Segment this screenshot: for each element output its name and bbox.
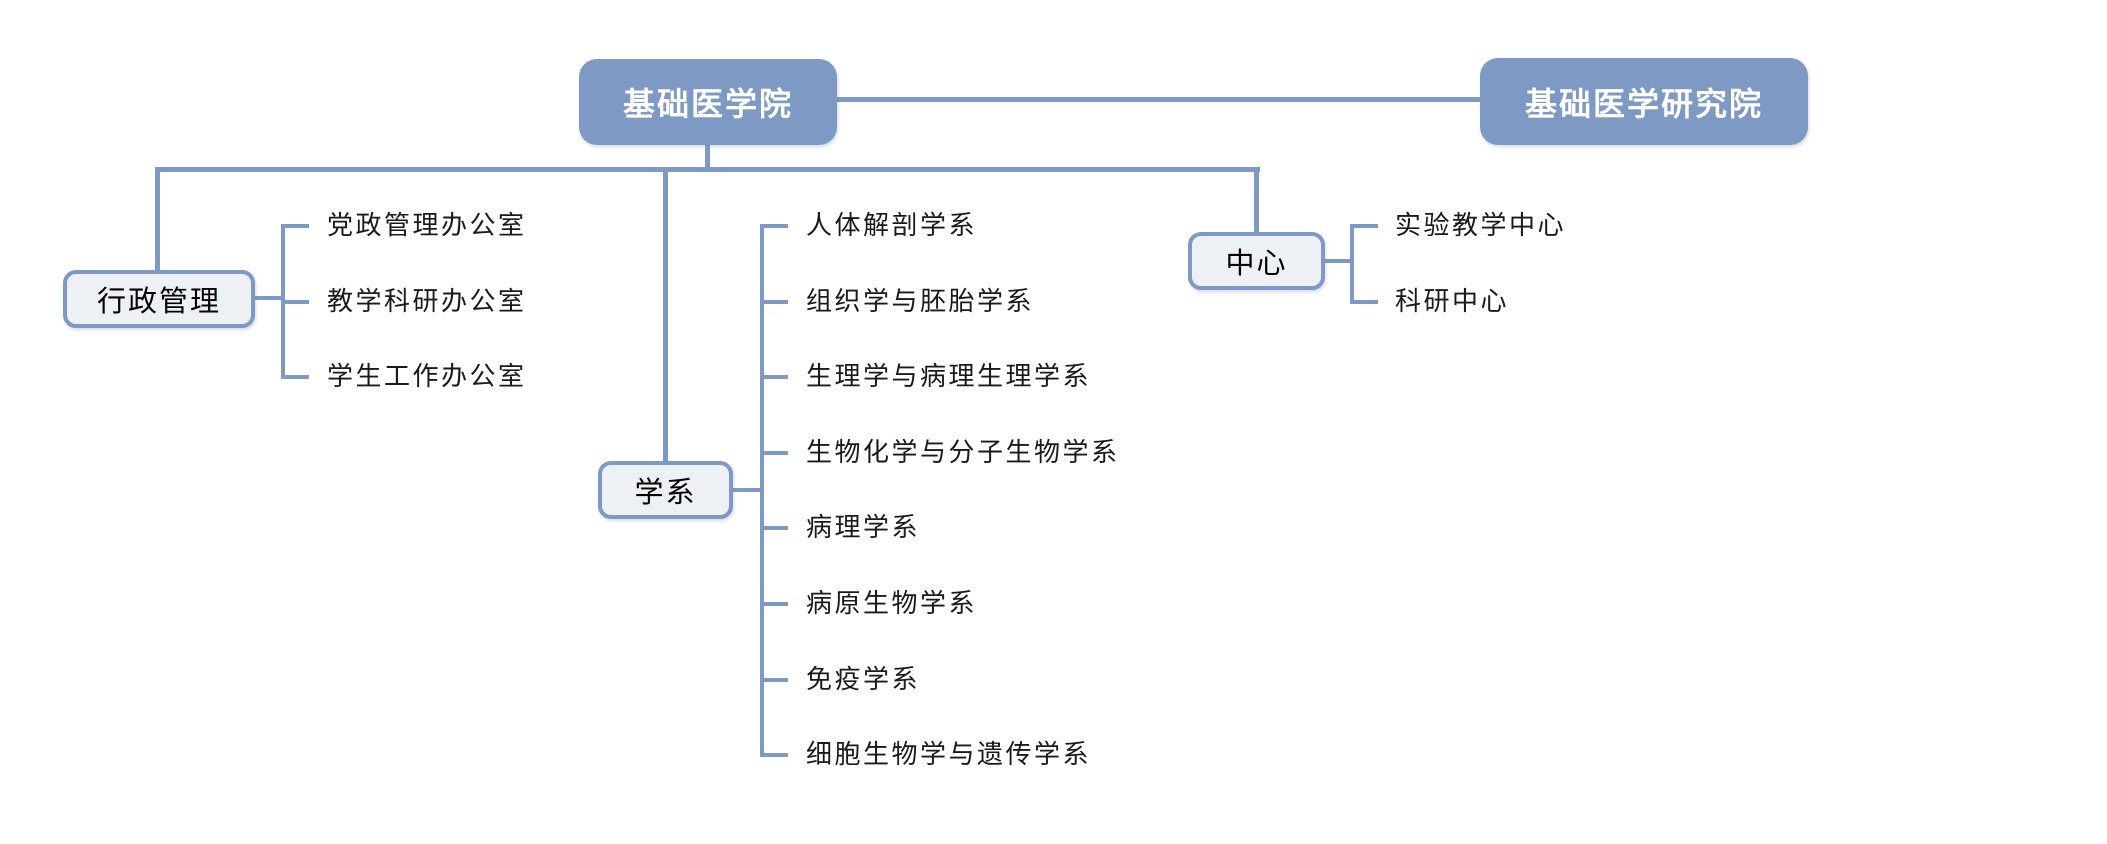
connector-branch-centers	[1254, 167, 1259, 233]
org-item-departments-5: 病原生物学系	[806, 589, 978, 619]
bracket-centers-box-stub	[1325, 259, 1354, 263]
group-node-departments: 学系	[598, 461, 733, 519]
org-item-departments-0: 人体解剖学系	[806, 211, 978, 241]
group-node-centers-label: 中心	[1225, 246, 1288, 280]
bracket-departments-stub	[760, 753, 788, 757]
group-node-admin-label: 行政管理	[96, 284, 221, 318]
bracket-departments-stub	[760, 375, 788, 379]
org-item-centers-0: 实验教学中心	[1395, 211, 1567, 241]
bracket-departments-stub	[760, 678, 788, 682]
connector-branch-admin	[155, 167, 160, 270]
group-node-departments-label: 学系	[634, 475, 697, 509]
group-node-centers: 中心	[1188, 232, 1325, 290]
connector-distribution	[155, 167, 1260, 172]
org-item-departments-3: 生物化学与分子生物学系	[806, 438, 1120, 468]
connector-root-drop	[705, 145, 710, 172]
org-item-departments-7: 细胞生物学与遗传学系	[806, 740, 1092, 770]
bracket-centers-stub	[1350, 224, 1378, 228]
affiliate-node-label: 基础医学研究院	[1524, 84, 1763, 123]
bracket-admin-box-stub	[253, 296, 285, 300]
org-item-admin-1: 教学科研办公室	[327, 287, 527, 317]
org-item-departments-6: 免疫学系	[806, 665, 921, 695]
bracket-admin-stub	[281, 375, 309, 379]
bracket-admin-stub	[281, 300, 309, 304]
connector-root-affiliate	[837, 97, 1480, 102]
bracket-departments-stub	[760, 526, 788, 530]
root-node: 基础医学院	[579, 59, 837, 145]
bracket-departments-stub	[760, 602, 788, 606]
org-item-admin-0: 党政管理办公室	[327, 211, 527, 241]
bracket-departments-stub	[760, 300, 788, 304]
bracket-departments-stub	[760, 224, 788, 228]
bracket-departments-vertical	[760, 224, 764, 757]
affiliate-node: 基础医学研究院	[1480, 58, 1808, 145]
org-item-departments-2: 生理学与病理生理学系	[806, 362, 1092, 392]
org-item-departments-1: 组织学与胚胎学系	[806, 287, 1035, 317]
connector-branch-departments	[663, 167, 668, 462]
org-item-admin-2: 学生工作办公室	[327, 362, 527, 392]
org-item-departments-4: 病理学系	[806, 513, 921, 543]
bracket-centers-vertical	[1350, 224, 1354, 304]
bracket-departments-stub	[760, 451, 788, 455]
root-node-label: 基础医学院	[622, 85, 793, 123]
group-node-admin: 行政管理	[63, 270, 255, 328]
bracket-admin-stub	[281, 224, 309, 228]
bracket-departments-box-stub	[733, 488, 764, 492]
org-item-centers-1: 科研中心	[1395, 287, 1510, 317]
bracket-centers-stub	[1350, 300, 1378, 304]
